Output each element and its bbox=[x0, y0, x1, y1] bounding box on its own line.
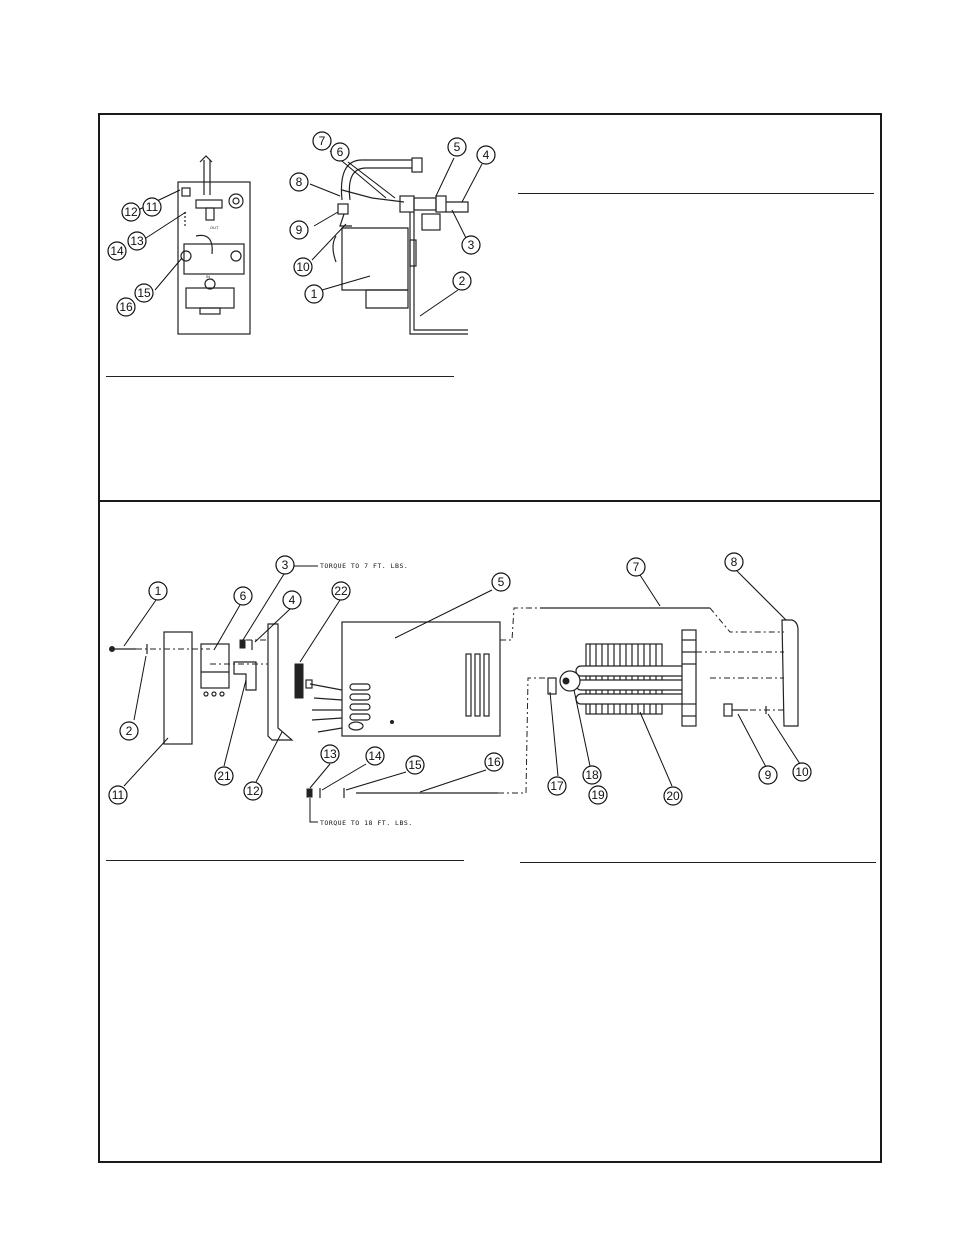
lower-callout-6: 6 bbox=[233, 586, 253, 606]
assembly-lines bbox=[136, 607, 784, 794]
lower-callout-13: 13 bbox=[320, 744, 340, 764]
svg-text:18: 18 bbox=[585, 768, 599, 782]
lower-callout-20: 20 bbox=[663, 786, 683, 806]
torque-note-18: TORQUE TO 18 FT. LBS. bbox=[320, 819, 413, 827]
upper-side-callout-4: 4 bbox=[476, 145, 496, 165]
svg-text:2: 2 bbox=[459, 274, 466, 288]
section-divider bbox=[98, 500, 882, 502]
svg-text:5: 5 bbox=[498, 575, 505, 589]
svg-text:11: 11 bbox=[146, 200, 159, 214]
figure-frame bbox=[98, 113, 882, 1163]
caption-rule-upper-right bbox=[518, 193, 874, 194]
lower-callout-10: 10 bbox=[792, 762, 812, 782]
torque-note-7: TORQUE TO 7 FT. LBS. bbox=[320, 562, 408, 570]
exploded-view-parts bbox=[109, 607, 799, 798]
upper-side-callout-10: 10 bbox=[293, 257, 313, 277]
upper-side-callout-8: 8 bbox=[289, 172, 309, 192]
svg-text:12: 12 bbox=[124, 205, 138, 219]
svg-text:9: 9 bbox=[296, 223, 303, 237]
svg-text:2: 2 bbox=[126, 724, 133, 738]
caption-rule-upper-left bbox=[106, 376, 454, 377]
svg-text:7: 7 bbox=[319, 134, 326, 148]
upper-side-callout-9: 9 bbox=[289, 220, 309, 240]
svg-text:17: 17 bbox=[550, 779, 564, 793]
upper-left-callout-11: 11 bbox=[142, 197, 162, 217]
upper-left-callout-13: 13 bbox=[127, 231, 147, 251]
svg-text:13: 13 bbox=[323, 747, 337, 761]
out-label: OUT bbox=[210, 225, 219, 230]
svg-text:20: 20 bbox=[666, 789, 680, 803]
svg-text:19: 19 bbox=[591, 788, 605, 802]
svg-text:12: 12 bbox=[246, 784, 260, 798]
lower-callout-19: 19 bbox=[588, 785, 608, 805]
svg-text:4: 4 bbox=[483, 148, 490, 162]
svg-text:9: 9 bbox=[765, 768, 772, 782]
upper-left-callout-12: 12 bbox=[121, 202, 141, 222]
lower-callout-18: 18 bbox=[582, 765, 602, 785]
svg-text:22: 22 bbox=[334, 584, 348, 598]
caption-rule-lower-left bbox=[106, 860, 464, 861]
caption-rule-lower-right bbox=[520, 862, 876, 863]
upper-side-callout-6: 6 bbox=[330, 142, 350, 162]
svg-text:15: 15 bbox=[408, 758, 422, 772]
upper-left-callout-15: 15 bbox=[134, 283, 154, 303]
svg-text:5: 5 bbox=[454, 140, 461, 154]
lower-callout-8: 8 bbox=[724, 552, 744, 572]
svg-text:13: 13 bbox=[130, 234, 144, 248]
upper-left-callout-16: 16 bbox=[116, 297, 136, 317]
lower-callout-9: 9 bbox=[758, 765, 778, 785]
lower-callout-2: 2 bbox=[119, 721, 139, 741]
lower-callout-22: 22 bbox=[331, 581, 351, 601]
lower-callout-12: 12 bbox=[243, 781, 263, 801]
upper-side-callout-5: 5 bbox=[447, 137, 467, 157]
upper-left-callout-14: 14 bbox=[107, 241, 127, 261]
svg-text:6: 6 bbox=[337, 145, 344, 159]
upper-side-callout-3: 3 bbox=[461, 235, 481, 255]
svg-text:8: 8 bbox=[731, 555, 738, 569]
svg-text:10: 10 bbox=[296, 260, 310, 274]
svg-text:1: 1 bbox=[155, 584, 162, 598]
lower-callout-4: 4 bbox=[282, 590, 302, 610]
svg-text:6: 6 bbox=[240, 589, 247, 603]
lower-callout-15: 15 bbox=[405, 755, 425, 775]
upper-callouts: 11 12 13 14 15 16 1 2 3 4 5 6 7 8 9 10 bbox=[107, 131, 496, 317]
lower-callouts: 1 2 3 4 5 6 7 8 9 10 11 12 13 14 15 16 1… bbox=[108, 552, 812, 806]
lower-callout-14: 14 bbox=[365, 746, 385, 766]
heat-sink bbox=[575, 629, 697, 727]
svg-text:10: 10 bbox=[795, 765, 809, 779]
lower-leaders bbox=[123, 565, 801, 823]
svg-text:4: 4 bbox=[289, 593, 296, 607]
lower-callout-3: 3 bbox=[275, 555, 295, 575]
lower-callout-16: 16 bbox=[484, 752, 504, 772]
valve-front-view: OUT IN bbox=[177, 155, 251, 335]
in-label: IN bbox=[206, 274, 210, 279]
lower-callout-7: 7 bbox=[626, 557, 646, 577]
lower-callout-1: 1 bbox=[148, 581, 168, 601]
lower-callout-21: 21 bbox=[214, 766, 234, 786]
svg-text:8: 8 bbox=[296, 175, 303, 189]
svg-text:11: 11 bbox=[112, 788, 125, 802]
upper-side-callout-2: 2 bbox=[452, 271, 472, 291]
lower-callout-5: 5 bbox=[491, 572, 511, 592]
lower-callout-17: 17 bbox=[547, 776, 567, 796]
svg-text:3: 3 bbox=[468, 238, 475, 252]
upper-side-callout-7: 7 bbox=[312, 131, 332, 151]
svg-text:1: 1 bbox=[311, 287, 318, 301]
upper-side-callout-1: 1 bbox=[304, 284, 324, 304]
svg-text:7: 7 bbox=[633, 560, 640, 574]
valve-side-view bbox=[332, 157, 469, 335]
lower-callout-11: 11 bbox=[108, 785, 128, 805]
svg-text:16: 16 bbox=[119, 300, 133, 314]
svg-text:14: 14 bbox=[368, 749, 382, 763]
svg-text:15: 15 bbox=[137, 286, 151, 300]
svg-text:3: 3 bbox=[282, 558, 289, 572]
svg-text:21: 21 bbox=[217, 769, 231, 783]
svg-text:14: 14 bbox=[110, 244, 124, 258]
svg-text:16: 16 bbox=[487, 755, 501, 769]
